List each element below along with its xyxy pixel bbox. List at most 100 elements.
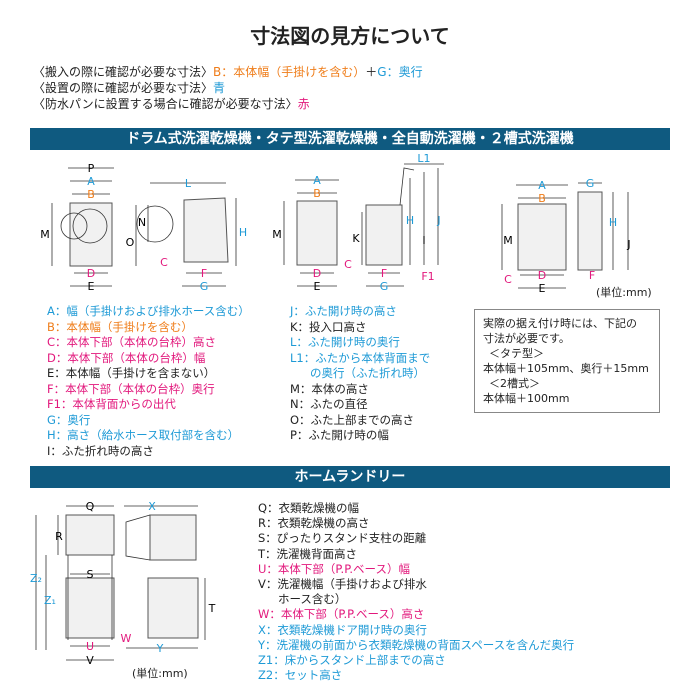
label-F: F [201, 267, 207, 280]
legend-item-V: V：洗濯機幅（手掛けおよび排水 [258, 577, 427, 592]
legend-item-Z1: Z1：床からスタンド上部までの高さ [258, 653, 446, 668]
installation-note-box: 実際の据え付け時には、下記の 寸法が必要です。 ＜タテ型＞ 本体幅＋105mm、… [474, 309, 660, 413]
top-loader-side-diagram: L1 H I J K C F G F1 [344, 152, 444, 293]
label-R: R [55, 530, 63, 543]
legend-item-C: C：本体下部（本体の台枠）高さ [47, 335, 217, 349]
label-Z2: Z₂ [30, 572, 42, 585]
note-line: 本体幅＋105mm、奥行＋15mm [483, 362, 649, 375]
label-G: G [380, 280, 389, 293]
legend-right: J：ふた開け時の高さ K：投入口高さ L：ふた開け時の奥行 L1：ふたから本体背… [290, 304, 430, 444]
label-D: D [538, 269, 546, 282]
intro-carry-in-g: G：奥行 [377, 65, 423, 79]
label-H: H [609, 216, 617, 229]
intro-carry-in-prefix: 〈搬入の際に確認が必要な寸法〉 [33, 65, 214, 79]
note-line: ＜2槽式＞ [489, 377, 540, 390]
legend-item-L: L：ふた開け時の奥行 [290, 335, 400, 349]
label-T: T [208, 602, 216, 615]
legend-item-J: J：ふた開け時の高さ [290, 304, 397, 318]
label-N: N [138, 216, 146, 229]
label-M: M [40, 228, 50, 241]
label-X: X [148, 500, 156, 513]
legend-item-I: I：ふた折れ時の高さ [47, 443, 154, 458]
label-C: C [160, 256, 168, 269]
legend-home-laundry: Q：衣類乾燥機の幅 R：衣類乾燥機の高さ S：ぴったりスタンド支柱の距離 T：洗… [258, 501, 574, 683]
label-B: B [538, 192, 546, 205]
label-J: J [626, 238, 630, 251]
legend-item-R: R：衣類乾燥機の高さ [258, 516, 370, 531]
label-S: S [87, 568, 94, 581]
label-C: C [504, 273, 512, 286]
label-E: E [88, 280, 95, 293]
legend-item-G: G：奥行 [47, 412, 91, 427]
legend-item-H: H：高さ（給水ホース取付部を含む） [47, 428, 240, 442]
drum-front-diagram: P A B M D E [40, 162, 114, 293]
legend-item-M: M：本体の高さ [290, 381, 369, 396]
note-line: ＜タテ型＞ [489, 347, 544, 360]
section-header-washers: ドラム式洗濯乾燥機・タテ型洗濯乾燥機・全自動洗濯機・２槽式洗濯機 [30, 128, 670, 150]
label-B: B [313, 187, 321, 200]
section-header-home-laundry: ホームランドリー [30, 466, 670, 488]
legend-item-T: T：洗濯機背面高さ [258, 546, 358, 561]
label-J: J [436, 214, 440, 227]
top-loader-front-diagram: A B M D E [272, 174, 339, 293]
legend-item-X: X：衣類乾燥機ドア開け時の奥行 [258, 622, 427, 637]
legend-item-Q: Q：衣類乾燥機の幅 [258, 501, 360, 515]
label-W: W [121, 632, 132, 645]
home-laundry-diagram: Q R S Z₂ Z₁ U V W X T Y [30, 500, 216, 667]
legend-item-P: P：ふた開け時の幅 [290, 428, 389, 442]
page-title: 寸法図の見方について [250, 24, 450, 48]
intro-install-color: 青 [213, 81, 226, 95]
label-C: C [344, 258, 352, 271]
label-L: L [185, 177, 192, 190]
intro-pan-prefix: 〈防水パンに設置する場合に確認が必要な寸法〉 [33, 97, 298, 111]
legend-item-F: F：本体下部（本体の台枠）奥行 [47, 381, 215, 396]
label-E: E [314, 280, 321, 293]
label-A: A [87, 175, 95, 188]
label-F1: F1 [421, 270, 434, 283]
legend-item-A: A：幅（手掛けおよび排水ホース含む） [47, 304, 250, 318]
note-line: 寸法が必要です。 [483, 332, 570, 345]
legend-item-E: E：本体幅（手掛けを含まない） [47, 366, 216, 380]
note-line: 実際の据え付け時には、下記の [483, 317, 637, 330]
label-O: O [126, 236, 135, 249]
label-L1: L1 [417, 152, 430, 165]
intro-carry-in-b: B：本体幅（手掛けを含む） [213, 65, 366, 79]
intro-plus: ＋ [365, 65, 378, 79]
unit-label: (単位:mm) [132, 667, 188, 680]
label-V: V [86, 654, 94, 667]
label-A: A [538, 179, 546, 192]
legend-item-U: U：本体下部（P.P.ベース）幅 [258, 561, 410, 576]
label-I: I [422, 234, 425, 247]
label-B: B [87, 188, 95, 201]
legend-left: A：幅（手掛けおよび排水ホース含む） B：本体幅（手掛けを含む） C：本体下部（… [47, 304, 250, 459]
label-P: P [88, 162, 95, 175]
label-E: E [539, 282, 546, 295]
legend-item-L1: L1：ふたから本体背面まで [290, 350, 431, 365]
legend-item-F1: F1：本体背面からの出代 [47, 397, 176, 411]
label-H: H [406, 214, 414, 227]
legend-item-D: D：本体下部（本体の台枠）幅 [47, 350, 206, 365]
label-F: F [381, 267, 387, 280]
legend-item-B: B：本体幅（手掛けを含む） [47, 319, 193, 334]
intro-install: 〈設置の際に確認が必要な寸法〉青 [33, 80, 225, 96]
intro-carry-in: 〈搬入の際に確認が必要な寸法〉B：本体幅（手掛けを含む）＋G：奥行 [33, 64, 423, 80]
intro-waterproof-pan: 〈防水パンに設置する場合に確認が必要な寸法〉赤 [33, 96, 310, 112]
label-F: F [589, 269, 595, 282]
label-M: M [272, 228, 282, 241]
legend-item-S: S：ぴったりスタンド支柱の距離 [258, 531, 427, 546]
label-K: K [352, 232, 360, 245]
label-M: M [503, 234, 513, 247]
label-A: A [313, 174, 321, 187]
label-Q: Q [86, 500, 95, 513]
legend-item-Z2: Z2：セット高さ [258, 668, 343, 683]
drum-side-diagram: L N O C F G H [126, 177, 247, 293]
label-H: H [239, 226, 247, 239]
label-D: D [87, 267, 95, 280]
label-G: G [586, 177, 595, 190]
legend-item-K: K：投入口高さ [290, 319, 367, 334]
legend-item-N: N：ふたの直径 [290, 397, 368, 411]
label-U: U [86, 640, 94, 653]
twin-tub-front-diagram: A B M C D E G H J F [501, 177, 631, 295]
unit-label: (単位:mm) [596, 286, 652, 299]
note-line: 本体幅＋100mm [483, 392, 570, 405]
